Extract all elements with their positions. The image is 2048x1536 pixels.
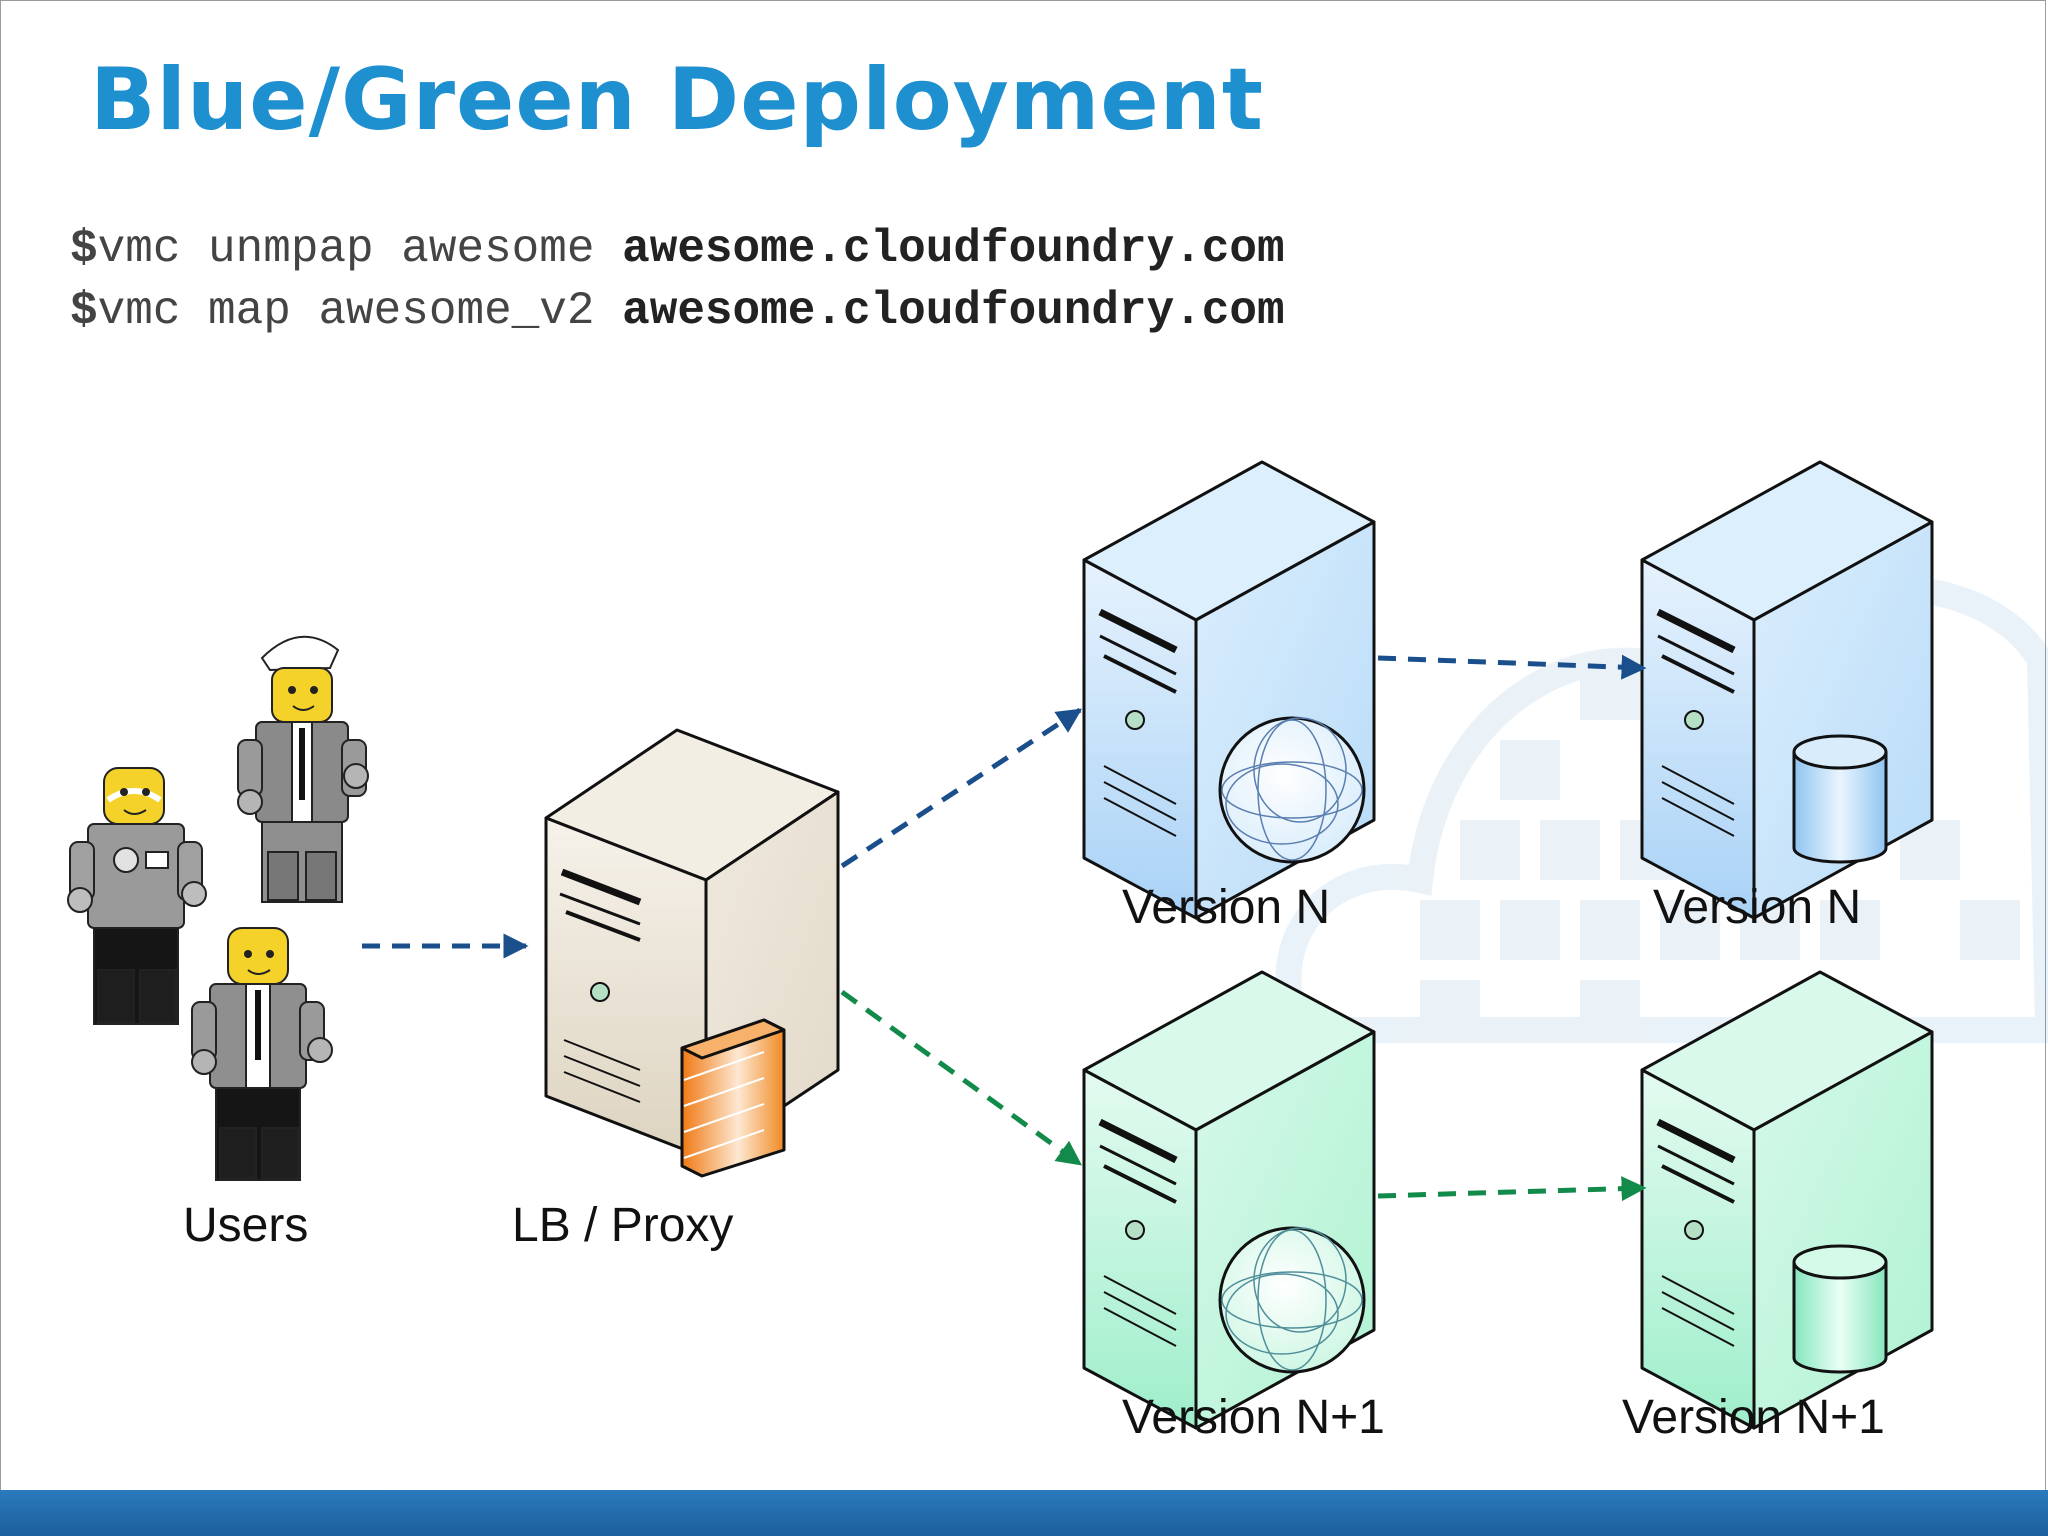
web-server-icon: [1082, 970, 1376, 1430]
version-n1-web-label: Version N+1: [1122, 1391, 1385, 1444]
database-server-icon: [1640, 970, 1934, 1430]
database-server-icon: [1640, 460, 1934, 920]
arrow-proxy-to-version-n1: [840, 989, 1083, 1167]
proxy-label: LB / Proxy: [512, 1199, 734, 1252]
database-cylinder-icon: [1792, 734, 1888, 864]
command-host: awesome.cloudfoundry.com: [622, 285, 1285, 337]
firewall-icon: [680, 1018, 786, 1178]
command-block: $vmc unmpap awesome awesome.cloudfoundry…: [70, 218, 1285, 342]
arrow-version-n-to-db: [1377, 654, 1647, 680]
command-line-map: $vmc map awesome_v2 awesome.cloudfoundry…: [70, 280, 1285, 342]
slide-title: Blue/Green Deployment: [90, 50, 1264, 150]
cloud-watermark: [1275, 575, 2048, 1043]
command-host: awesome.cloudfoundry.com: [622, 223, 1285, 275]
users-label: Users: [183, 1199, 309, 1252]
arrow-proxy-to-version-n: [840, 707, 1083, 869]
database-cylinder-icon: [1792, 1244, 1888, 1374]
version-n1-db-label: Version N+1: [1622, 1391, 1885, 1444]
globe-icon: [1218, 716, 1366, 864]
minifigure-icon: [67, 767, 207, 1025]
command-line-unmap: $vmc unmpap awesome awesome.cloudfoundry…: [70, 218, 1285, 280]
minifigure-icon: [237, 635, 369, 903]
command-text: vmc map awesome_v2: [97, 285, 623, 337]
version-n-web-label: Version N: [1122, 881, 1331, 934]
command-text: vmc unmpap awesome: [97, 223, 623, 275]
users-minifigures-icon: [67, 635, 369, 1181]
version-n-db-label: Version N: [1653, 881, 1862, 934]
footer-bar: [0, 1490, 2048, 1536]
globe-icon: [1218, 1226, 1366, 1374]
prompt-symbol: $: [70, 223, 98, 275]
minifigure-icon: [191, 927, 333, 1181]
prompt-symbol: $: [70, 285, 98, 337]
firewall-server-icon: [544, 728, 840, 1178]
arrow-version-n1-to-db: [1377, 1176, 1647, 1202]
web-server-icon: [1082, 460, 1376, 920]
